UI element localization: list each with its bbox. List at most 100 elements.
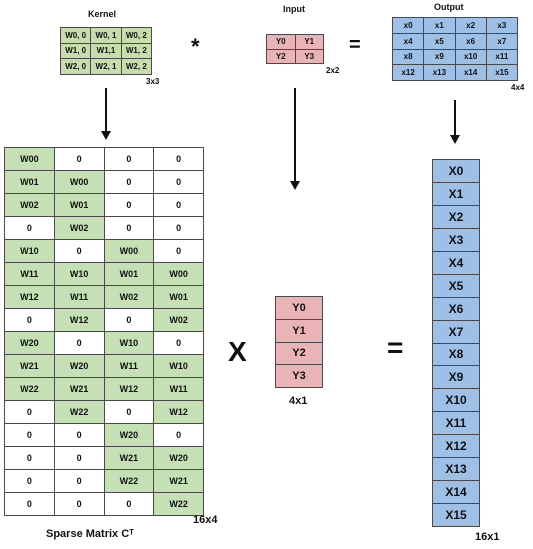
vector-row: X8: [432, 342, 480, 367]
kernel-cell: W2, 2: [120, 58, 153, 75]
sparse-cell: W22: [53, 400, 105, 424]
output-cell: x0: [391, 17, 425, 34]
sparse-cell: W12: [103, 377, 155, 401]
vector-row: X6: [432, 296, 480, 321]
sparse-cell: W20: [153, 446, 204, 470]
vector-row: X9: [432, 365, 480, 390]
kernel-cell: W1, 0: [59, 42, 92, 60]
sparse-cell: W10: [53, 262, 105, 286]
vector-row: X10: [432, 388, 480, 413]
output-cell: x13: [423, 64, 456, 81]
vector-row: X4: [432, 250, 480, 275]
x-vector-cell: X12: [432, 434, 480, 459]
sparse-cell: 0: [153, 216, 204, 240]
input-dim: 2x2: [326, 66, 340, 75]
sparse-cell: W21: [4, 354, 55, 378]
x-vector-cell: X11: [432, 411, 480, 436]
sparse-cell: W01: [153, 285, 204, 309]
output-cell: x10: [454, 48, 487, 66]
output-cell: x9: [423, 48, 456, 66]
output-cell: x2: [454, 17, 487, 34]
vector-row: X3: [432, 227, 480, 252]
sparse-cell: W21: [103, 446, 155, 470]
x-vector-cell: X0: [432, 159, 480, 183]
vector-row: X15: [432, 503, 480, 527]
vector-row: X12: [432, 434, 480, 459]
y-vector-cell: Y1: [275, 318, 323, 343]
x-vector-cell: X6: [432, 296, 480, 321]
equals-operator: =: [387, 332, 404, 363]
input-cell: Y0: [266, 34, 296, 50]
x-vector-cell: X8: [432, 342, 480, 367]
sparse-cell: 0: [53, 331, 105, 355]
sparse-cell: W12: [153, 400, 204, 424]
vector-row: X13: [432, 457, 480, 482]
y-vector-dim: 4x1: [289, 395, 308, 407]
output-cell: x7: [485, 32, 519, 50]
sparse-cell: 0: [103, 170, 155, 194]
sparse-cell: 0: [153, 193, 204, 217]
kernel-cell: W1,1: [90, 42, 122, 60]
multiply-operator: X: [228, 336, 247, 367]
sparse-cell: 0: [53, 492, 105, 516]
sparse-cell: W12: [53, 308, 105, 332]
output-cell: x4: [391, 32, 425, 50]
vector-row: Y0: [275, 296, 323, 320]
kernel-dim: 3x3: [146, 77, 160, 86]
sparse-cell: W02: [53, 216, 105, 240]
sparse-cell: 0: [103, 492, 155, 516]
kernel-cell: W0, 0: [59, 27, 92, 44]
sparse-cell: W22: [103, 469, 155, 493]
sparse-dim: 16x4: [193, 514, 218, 526]
kernel-cell: W0, 2: [120, 27, 153, 44]
sparse-cell: 0: [153, 423, 204, 447]
input-cell: Y2: [266, 48, 296, 64]
sparse-cell: W20: [103, 423, 155, 447]
sparse-cell: W00: [4, 147, 55, 171]
sparse-cell: W21: [153, 469, 204, 493]
x-vector-cell: X15: [432, 503, 480, 527]
y-vector-cell: Y3: [275, 364, 323, 388]
y-vector-cell: Y2: [275, 341, 323, 366]
input-cell: Y3: [294, 48, 324, 64]
vector-row: Y2: [275, 341, 323, 366]
x-vector-cell: X7: [432, 319, 480, 344]
kernel-cell: W2, 0: [59, 58, 92, 75]
vector-row: X14: [432, 480, 480, 505]
x-vector-dim: 16x1: [475, 531, 500, 543]
output-cell: x12: [391, 64, 425, 81]
sparse-cell: 0: [4, 423, 55, 447]
equals-operator-top: =: [349, 34, 361, 56]
sparse-cell: 0: [53, 423, 105, 447]
convolution-operator: *: [191, 34, 200, 59]
sparse-cell: W11: [4, 262, 55, 286]
x-vector-cell: X2: [432, 204, 480, 229]
output-dim: 4x4: [511, 83, 525, 92]
sparse-cell: 0: [153, 170, 204, 194]
vector-row: X0: [432, 159, 480, 183]
vector-row: X2: [432, 204, 480, 229]
sparse-cell: 0: [103, 193, 155, 217]
x-vector-cell: X5: [432, 273, 480, 298]
output-cell: x1: [423, 17, 456, 34]
sparse-cell: 0: [4, 400, 55, 424]
